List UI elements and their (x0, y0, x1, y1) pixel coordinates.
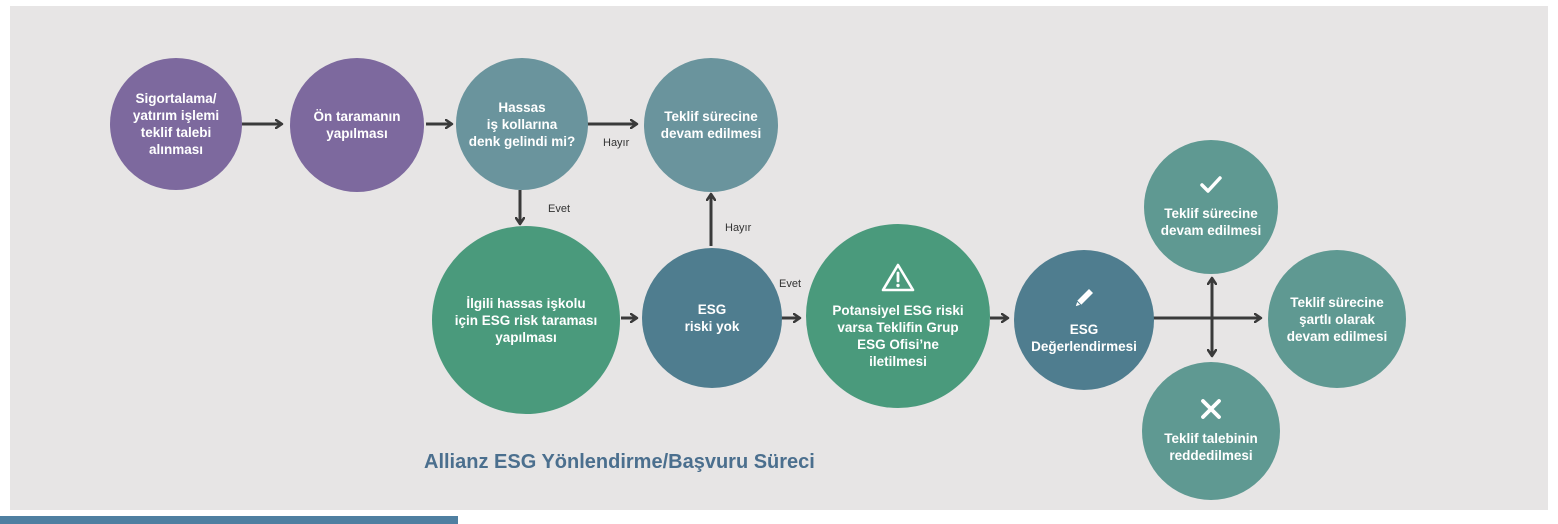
node-forward-to-office-label: Potansiyel ESG riski varsa Teklifin Grup… (832, 303, 964, 369)
pencil-icon (1071, 285, 1097, 315)
node-quote-request: Sigortalama/ yatırım işlemi teklif taleb… (110, 58, 242, 190)
node-esg-assessment-label: ESG Değerlendirmesi (1031, 322, 1137, 354)
cross-icon (1200, 398, 1222, 424)
warning-icon (881, 262, 915, 296)
node-sensitive-check: Hassas iş kollarına denk gelindi mi? (456, 58, 588, 190)
node-esg-risk-screening-label: İlgili hassas işkolu için ESG risk taram… (454, 295, 598, 345)
edge-label-sensitive-yes: Evet (548, 203, 571, 215)
node-esg-risk-screening: İlgili hassas işkolu için ESG risk taram… (432, 226, 620, 414)
checkmark-icon (1199, 175, 1223, 199)
node-continue-approved-label: Teklif sürecine devam edilmesi (1160, 206, 1262, 238)
bottom-accent-bar (0, 516, 458, 524)
node-prescreening: Ön taramanın yapılması (290, 58, 424, 192)
node-continue-conditional-label: Teklif sürecine şartlı olarak devam edil… (1286, 294, 1388, 344)
node-esg-assessment: ESG Değerlendirmesi (1014, 250, 1154, 390)
node-no-esg-risk-label: ESG riski yok (684, 302, 740, 334)
node-rejected: Teklif talebinin reddedilmesi (1142, 362, 1280, 500)
node-rejected-label: Teklif talebinin reddedilmesi (1164, 431, 1258, 463)
edge-label-norisk-no: Hayır (725, 222, 752, 234)
node-prescreening-label: Ön taramanın yapılması (313, 109, 401, 141)
node-continue-top: Teklif sürecine devam edilmesi (644, 58, 778, 192)
node-forward-to-office: Potansiyel ESG riski varsa Teklifin Grup… (806, 224, 990, 408)
node-continue-conditional: Teklif sürecine şartlı olarak devam edil… (1268, 250, 1406, 388)
node-continue-top-label: Teklif sürecine devam edilmesi (660, 109, 762, 141)
node-quote-request-label: Sigortalama/ yatırım işlemi teklif taleb… (132, 91, 220, 157)
edge-label-risk-yes: Evet (779, 278, 802, 290)
node-no-esg-risk: ESG riski yok (642, 248, 782, 388)
node-sensitive-check-label: Hassas iş kollarına denk gelindi mi? (468, 99, 576, 149)
diagram-title: Allianz ESG Yönlendirme/Başvuru Süreci (424, 451, 815, 473)
diagram-canvas (10, 6, 1548, 510)
node-continue-approved: Teklif sürecine devam edilmesi (1144, 140, 1278, 274)
edge-label-sensitive-no: Hayır (603, 137, 630, 149)
